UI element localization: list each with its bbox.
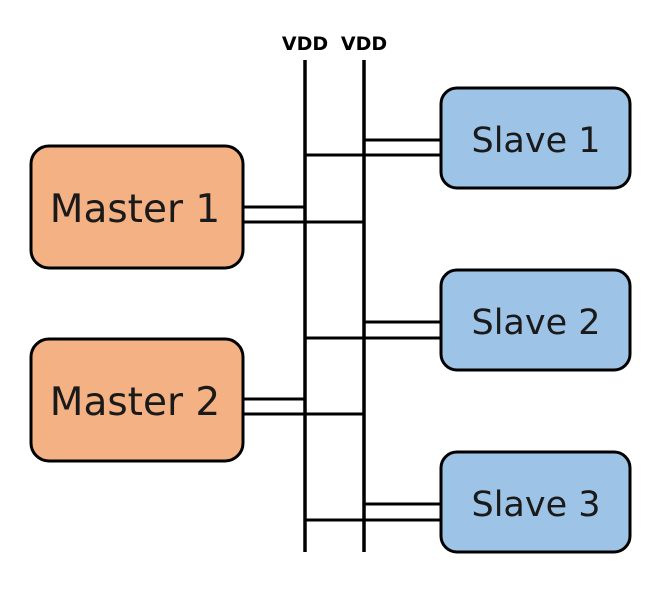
master-2-label: Master 2 (50, 380, 220, 425)
vdd-label-left: VDD (282, 33, 328, 55)
slave-3: Slave 3 (439, 450, 632, 554)
master-2-box (29, 337, 245, 463)
master-connections (243, 205, 364, 416)
slave-2: Slave 2 (439, 268, 632, 372)
master-1: Master 1 (29, 144, 245, 270)
slave-connections (305, 138, 441, 522)
slave-1-box (439, 86, 632, 190)
slave-1: Slave 1 (439, 86, 632, 190)
slave-2-label: Slave 2 (471, 303, 600, 343)
slave-1-label: Slave 1 (471, 121, 600, 161)
master-1-box (29, 144, 245, 270)
slave-3-box (439, 450, 632, 554)
vdd-label-right: VDD (341, 33, 387, 55)
bus-rails: VDD VDD (282, 33, 387, 552)
slave-2-box (439, 268, 632, 372)
master-1-label: Master 1 (50, 187, 220, 232)
master-2: Master 2 (29, 337, 245, 463)
slave-3-label: Slave 3 (471, 485, 600, 525)
